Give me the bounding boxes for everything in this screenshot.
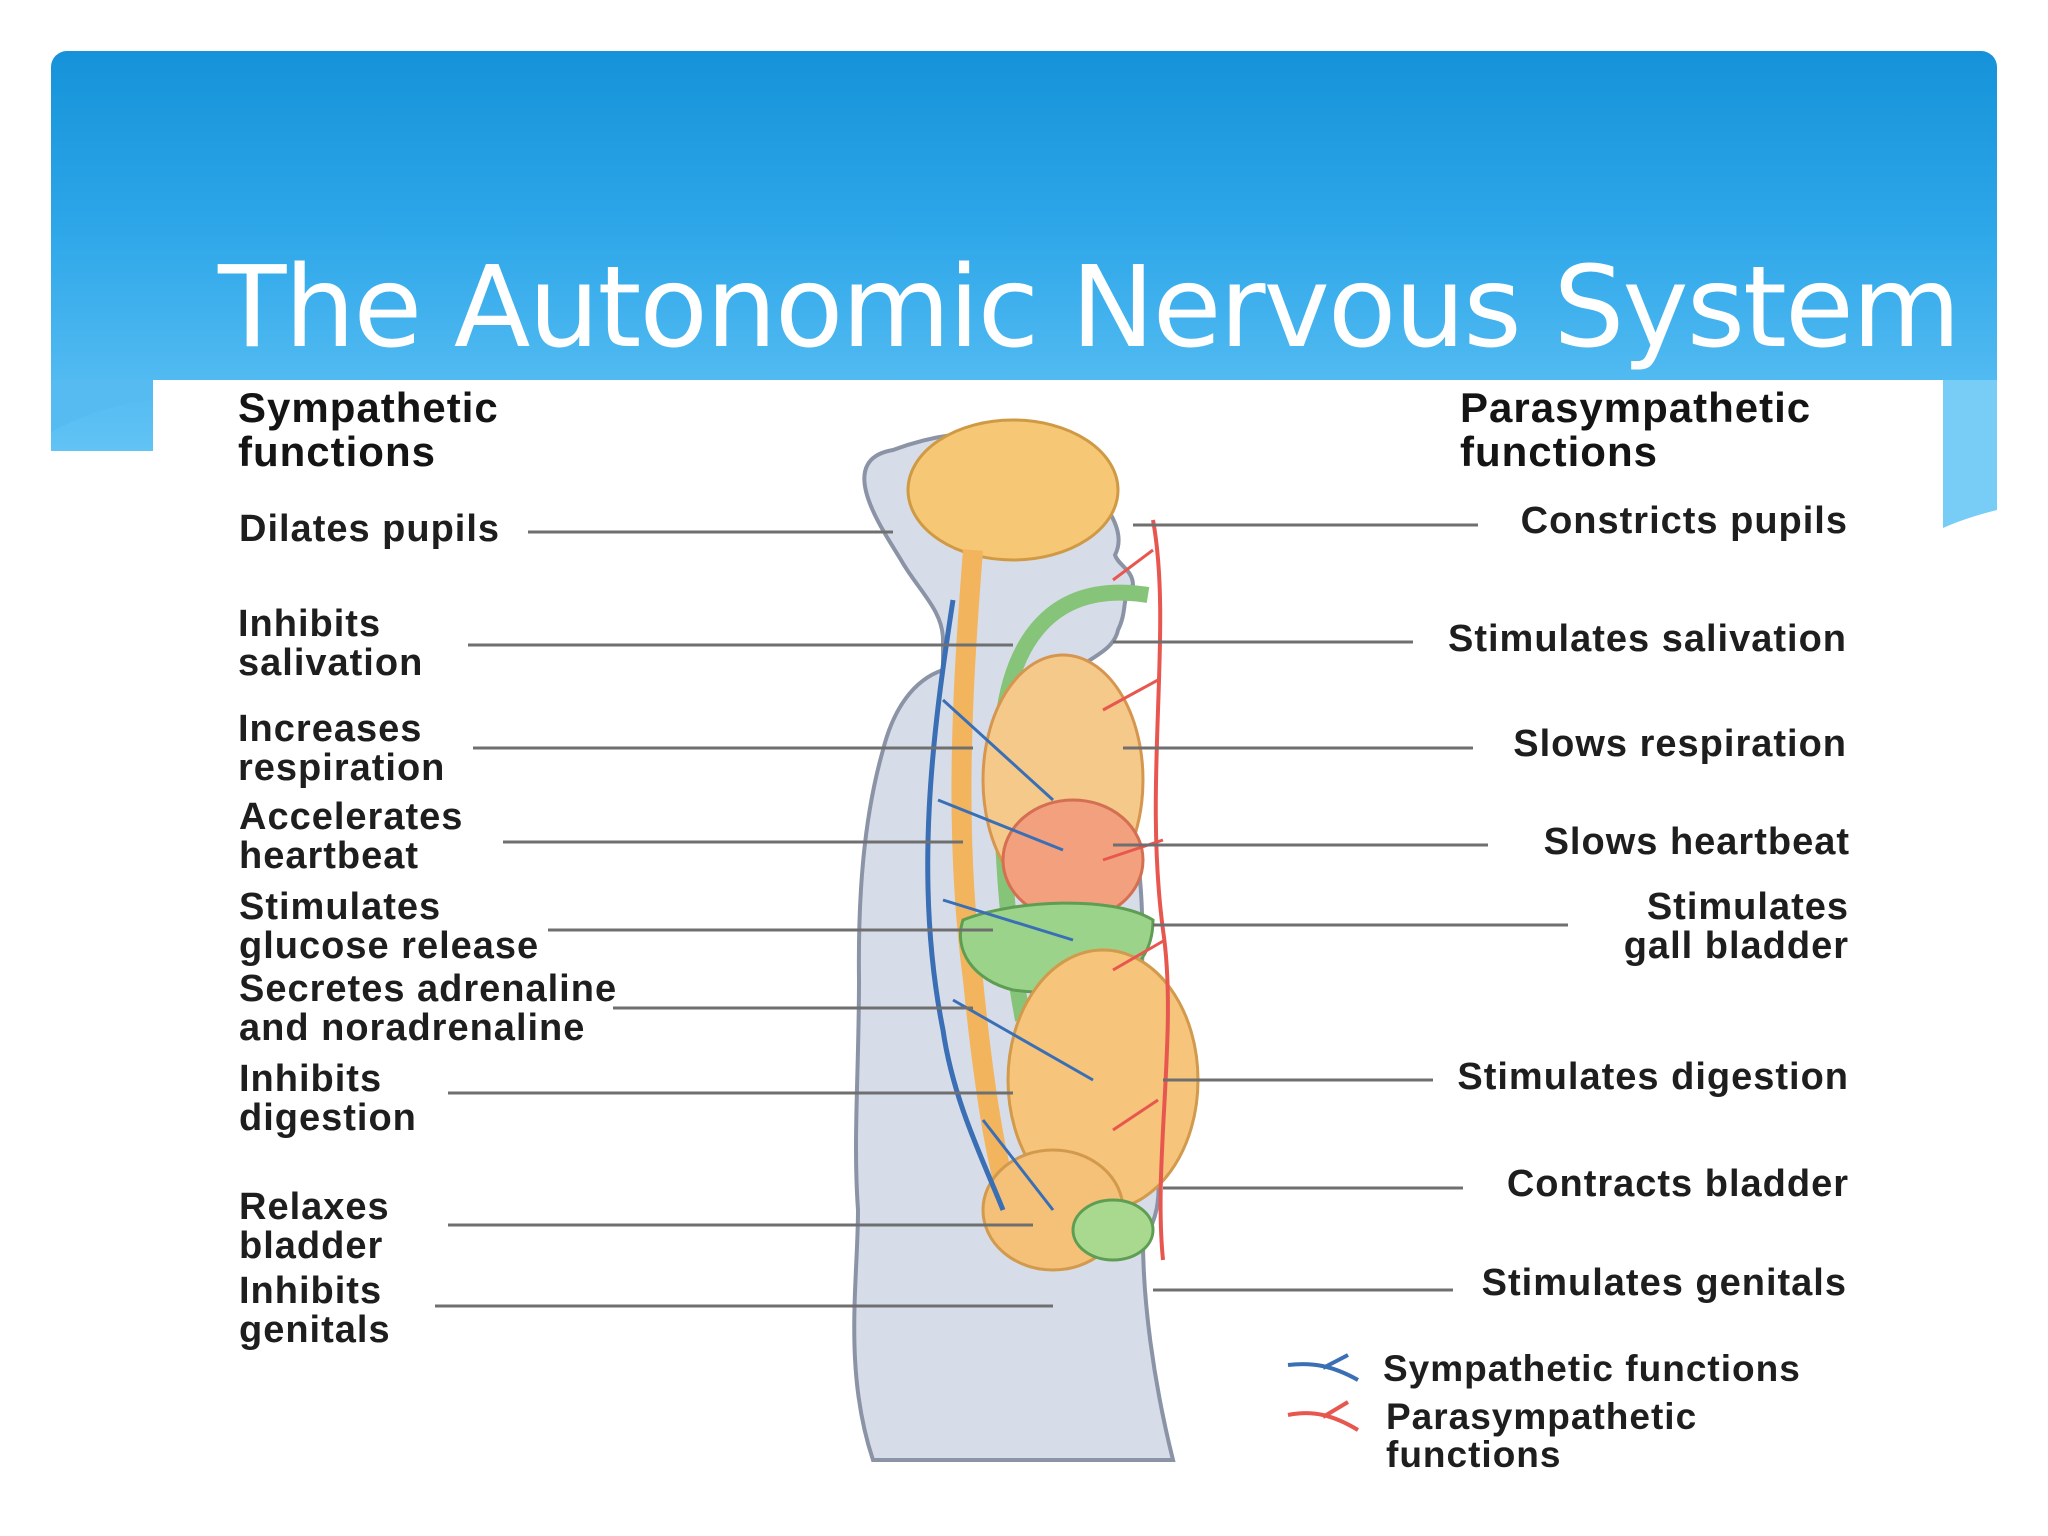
label-stimulates-digestion: Stimulates digestion [1457, 1056, 1849, 1098]
label-increases-respiration: Increases respiration [238, 708, 446, 789]
label-inhibits-salivation: Inhibits salivation [238, 603, 424, 684]
parasympathetic-leader-lines [1113, 523, 1568, 1292]
brain [906, 418, 1120, 562]
label-stimulates-gall-bladder: Stimulates gall bladder [1623, 886, 1849, 967]
legend-parasympathetic-icon [1287, 1400, 1360, 1432]
label-contracts-bladder: Contracts bladder [1506, 1163, 1849, 1205]
label-stimulates-genitals: Stimulates genitals [1481, 1262, 1847, 1304]
sympathetic-leader-lines [435, 530, 1053, 1308]
legend-sympathetic-label: Sympathetic functions [1383, 1348, 1801, 1389]
label-relaxes-bladder: Relaxes bladder [239, 1186, 390, 1267]
label-stimulates-salivation: Stimulates salivation [1447, 618, 1847, 660]
slide-title: The Autonomic Nervous System [218, 243, 1961, 373]
label-inhibits-genitals: Inhibits genitals [239, 1270, 391, 1351]
parasympathetic-heading: Parasympathetic functions [1460, 384, 1812, 475]
legend-parasympathetic-label: Parasympathetic functions [1386, 1396, 1698, 1475]
label-slows-respiration: Slows respiration [1513, 723, 1847, 765]
parasympathetic-nerve [1151, 519, 1170, 1261]
label-stimulates-glucose-release: Stimulates glucose release [239, 886, 540, 967]
label-slows-heartbeat: Slows heartbeat [1543, 821, 1850, 863]
label-inhibits-digestion: Inhibits digestion [239, 1058, 417, 1139]
label-accelerates-heartbeat: Accelerates heartbeat [239, 796, 464, 877]
label-secretes-adrenaline: Secretes adrenaline and noradrenaline [239, 968, 618, 1049]
sympathetic-chain [925, 599, 1006, 1211]
label-dilates-pupils: Dilates pupils [239, 508, 501, 550]
label-constricts-pupils: Constricts pupils [1520, 500, 1848, 542]
sympathetic-heading: Sympathetic functions [238, 384, 499, 475]
header-edge-decoration [51, 380, 1997, 528]
bladder [1071, 1198, 1155, 1262]
body-illustration [435, 418, 1568, 1462]
ans-diagram: Sympathetic functions Parasympathetic fu… [153, 380, 1943, 1480]
legend-sympathetic-icon [1287, 1353, 1359, 1382]
